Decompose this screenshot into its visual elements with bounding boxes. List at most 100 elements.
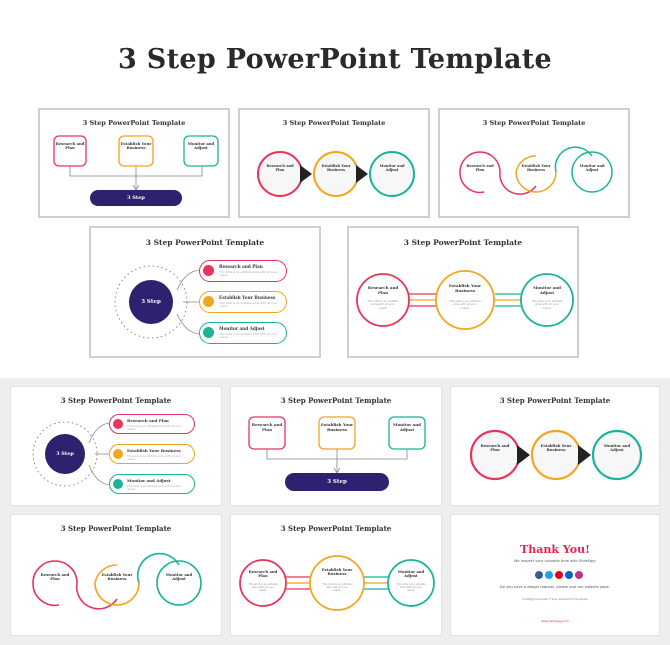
- boxes-diagram: [53, 135, 219, 191]
- step-description: This slide is an editable slide with all…: [219, 301, 278, 309]
- step-label: Research and Plan: [219, 264, 263, 269]
- facebook-icon[interactable]: [535, 571, 543, 579]
- center-step-pill: 3 Step: [285, 473, 389, 491]
- step-label: Monitor and Adjust: [579, 164, 605, 173]
- slide-title: 3 Step PowerPoint Template: [60, 396, 172, 405]
- slide-title: 3 Step PowerPoint Template: [482, 119, 586, 127]
- slide-title: 3 Step PowerPoint Template: [499, 396, 611, 405]
- step-description: This slide is an editable slide with all…: [367, 299, 399, 310]
- step-label: Establish Your Business: [219, 295, 276, 300]
- thumb-arc-circles[interactable]: 3 Step PowerPoint Template Research and …: [450, 386, 660, 506]
- step-label: Establish Your Business: [521, 164, 551, 173]
- arc-circles-diagram: [469, 429, 643, 481]
- step-label: Research and Plan: [55, 141, 85, 151]
- step-label: Monitor and Adjust: [393, 422, 421, 432]
- slide-title: 3 Step PowerPoint Template: [282, 119, 386, 127]
- thumbnail-grid: 3 Step PowerPoint Template 3 Step Resear…: [0, 378, 670, 645]
- circle-rows-diagram: [32, 421, 112, 487]
- step-label: Monitor and Adjust: [603, 443, 631, 453]
- thumb-wave[interactable]: 3 Step PowerPoint Template Research and …: [10, 514, 222, 636]
- step-description: This slide is an editable slide with all…: [396, 583, 426, 593]
- step-row: [109, 474, 195, 494]
- thumb-boxes-pill[interactable]: 3 Step PowerPoint Template Research and …: [230, 386, 442, 506]
- step-description: This slide is an editable slide with all…: [127, 425, 182, 432]
- wave-diagram: [459, 146, 613, 195]
- step-label: Monitor and Adjust: [397, 569, 425, 579]
- step-label: Monitor and Adjust: [219, 326, 265, 331]
- slide-arc-circles[interactable]: 3 Step PowerPoint Template Research and …: [238, 108, 430, 218]
- slide-title: 3 Step PowerPoint Template: [145, 238, 265, 247]
- step-label: Research and Plan: [367, 285, 399, 295]
- page-title: 3 Step PowerPoint Template: [117, 44, 552, 75]
- slide-connected-circles[interactable]: 3 Step PowerPoint Template Research and …: [347, 226, 579, 358]
- thumb-thank-you[interactable]: Thank You! We respect your valuable time…: [450, 514, 660, 636]
- slide-boxes-pill[interactable]: 3 Step PowerPoint Template Research and …: [38, 108, 230, 218]
- center-step-pill: 3 Step: [90, 190, 182, 206]
- twitter-icon[interactable]: [545, 571, 553, 579]
- step-label: Monitor and Adjust: [379, 164, 405, 173]
- slide-title: 3 Step PowerPoint Template: [280, 396, 392, 405]
- step-description: This slide is an editable slide with all…: [127, 485, 182, 492]
- step-description: This slide is an editable slide with all…: [322, 583, 352, 593]
- slide-wave[interactable]: 3 Step PowerPoint Template Research and …: [438, 108, 630, 218]
- step-description: This slide is an editable slide with all…: [531, 299, 563, 310]
- pinterest-icon[interactable]: [555, 571, 563, 579]
- linkedin-icon[interactable]: [565, 571, 573, 579]
- step-icon: [113, 479, 123, 489]
- thank-you-line: We respect your valuable time with Slide…: [514, 559, 596, 563]
- step-label: Research and Plan: [266, 164, 294, 173]
- step-icon: [203, 265, 214, 276]
- center-step-circle: 3 Step: [129, 280, 173, 324]
- step-label: Research and Plan: [466, 164, 494, 173]
- step-row: [109, 414, 195, 434]
- slide-title: 3 Step PowerPoint Template: [280, 524, 392, 533]
- step-label: Establish Your Business: [448, 283, 482, 293]
- thank-you-url[interactable]: www.slideegg.com: [540, 619, 570, 623]
- step-icon: [203, 296, 214, 307]
- step-row: [199, 291, 287, 313]
- slide-title: 3 Step PowerPoint Template: [60, 524, 172, 533]
- step-label: Establish Your Business: [321, 164, 351, 173]
- slide-circle-rows[interactable]: 3 Step PowerPoint Template 3 Step Resear…: [89, 226, 321, 358]
- preview-top-section: 3 Step PowerPoint Template 3 Step PowerP…: [38, 44, 630, 358]
- thumb-circle-rows[interactable]: 3 Step PowerPoint Template 3 Step Resear…: [10, 386, 222, 506]
- arc-circles-diagram: [257, 151, 415, 197]
- step-description: This slide is an editable slide with all…: [127, 455, 182, 462]
- step-description: This slide is an editable slide with all…: [219, 270, 278, 278]
- step-row: [199, 322, 287, 344]
- step-label: Establish Your Business: [321, 567, 353, 577]
- thank-you-title: Thank You!: [520, 543, 590, 556]
- slide-title: 3 Step PowerPoint Template: [403, 238, 523, 247]
- step-row: [109, 444, 195, 464]
- circle-rows-diagram: [114, 265, 202, 339]
- wave-diagram: [32, 552, 202, 610]
- step-icon: [203, 327, 214, 338]
- center-step-circle: 3 Step: [45, 434, 85, 474]
- step-label: Research and Plan: [127, 418, 169, 423]
- thank-you-note: SlideEgg template 3 Step PowerPoint Temp…: [522, 597, 588, 601]
- step-label: Monitor and Adjust: [127, 478, 171, 483]
- step-description: This slide is an editable slide with all…: [248, 583, 278, 593]
- connected-circles-diagram: [239, 555, 435, 611]
- step-label: Monitor and Adjust: [187, 141, 215, 151]
- step-label: Establish Your Business: [540, 443, 572, 453]
- step-label: Monitor and Adjust: [165, 572, 193, 582]
- step-label: Research and Plan: [248, 569, 278, 579]
- step-label: Research and Plan: [251, 422, 283, 432]
- connected-circles-diagram: [356, 270, 574, 330]
- step-label: Monitor and Adjust: [533, 285, 561, 295]
- thank-you-line: Do you have a design request, please vis…: [500, 585, 610, 589]
- step-row: [199, 260, 287, 282]
- boxes-diagram: [248, 416, 426, 474]
- step-label: Establish Your Business: [101, 572, 133, 582]
- step-label: Establish Your Business: [320, 422, 354, 432]
- slide-title: 3 Step PowerPoint Template: [82, 119, 186, 127]
- step-description: This slide is an editable slide with all…: [219, 332, 278, 340]
- step-icon: [113, 449, 123, 459]
- step-icon: [113, 419, 123, 429]
- step-label: Establish Your Business: [127, 448, 181, 453]
- thumb-connected-circles[interactable]: 3 Step PowerPoint Template Research and …: [230, 514, 442, 636]
- step-description: This slide is an editable slide with all…: [449, 299, 481, 310]
- step-label: Research and Plan: [40, 572, 70, 582]
- instagram-icon[interactable]: [575, 571, 583, 579]
